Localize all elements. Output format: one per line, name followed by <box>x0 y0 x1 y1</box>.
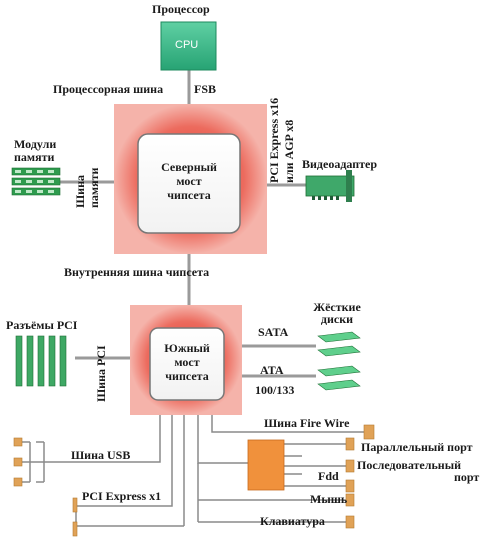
pcie-x1-connectors <box>72 497 78 537</box>
graphics-card <box>305 170 355 202</box>
southbridge-chip <box>149 327 225 401</box>
graphics-bus-label-2: или AGP x8 <box>282 119 296 183</box>
port-lines <box>22 400 364 536</box>
northbridge-chip <box>137 133 241 234</box>
northbridge-line1: Северный <box>161 160 217 174</box>
cpu-title: Процессор <box>152 2 210 16</box>
ata-label-1: ATA <box>260 363 284 377</box>
port-mouse: Мышь <box>310 492 348 506</box>
southbridge-line1: Южный <box>164 341 210 355</box>
usb-connectors <box>13 437 23 487</box>
sata-label: SATA <box>258 325 289 339</box>
internal-bus-caption: Внутренняя шина чипсета <box>64 265 210 279</box>
southbridge-line3: чипсета <box>165 369 209 383</box>
usb-label: Шина USB <box>71 448 131 462</box>
pci-slots-label: Разъёмы PCI <box>6 318 78 332</box>
northbridge-label: Северный мост чипсета <box>138 160 240 202</box>
fsb-short: FSB <box>194 82 217 96</box>
cpu-chip <box>160 21 217 71</box>
hard-disks <box>317 331 361 391</box>
disks-title-2: диски <box>320 312 354 326</box>
port-serial-1: Последовательный <box>357 458 461 472</box>
northbridge-line2: мост <box>176 174 202 188</box>
pci-slots <box>15 335 67 387</box>
cpu-label: CPU <box>175 39 199 51</box>
port-keyboard: Клавиатура <box>260 514 325 528</box>
southbridge-line2: мост <box>174 355 200 369</box>
pcie-x1-label: PCI Express x1 <box>82 489 162 503</box>
graphics-device-label: Видеоадаптер <box>302 157 378 171</box>
graphics-bus-label-1: PCI Express x16 <box>267 97 281 183</box>
usb-line <box>30 400 161 463</box>
southbridge-label: Южный мост чипсета <box>150 341 224 383</box>
pci-bus-label: Шина PCI <box>94 345 108 402</box>
memory-title-1: Модули <box>14 137 57 151</box>
port-parallel: Параллельный порт <box>361 440 473 454</box>
fsb-caption: Процессорная шина <box>53 82 164 96</box>
firewire-label: Шина Fire Wire <box>264 416 350 430</box>
port-serial-2: порт <box>454 470 480 484</box>
memory-bus-label-2: памяти <box>87 167 101 208</box>
pcie-x1-line <box>76 400 173 507</box>
ata-label-2: 100/133 <box>255 383 295 397</box>
northbridge-line3: чипсета <box>167 188 211 202</box>
memory-modules <box>11 167 61 196</box>
port-connectors <box>345 424 375 529</box>
port-fdd: Fdd <box>318 469 339 483</box>
memory-bus-label-1: Шина <box>73 174 87 208</box>
memory-title-2: памяти <box>14 150 55 164</box>
superio-chip <box>247 439 285 491</box>
disks-title-1: Жёсткие <box>313 300 361 314</box>
